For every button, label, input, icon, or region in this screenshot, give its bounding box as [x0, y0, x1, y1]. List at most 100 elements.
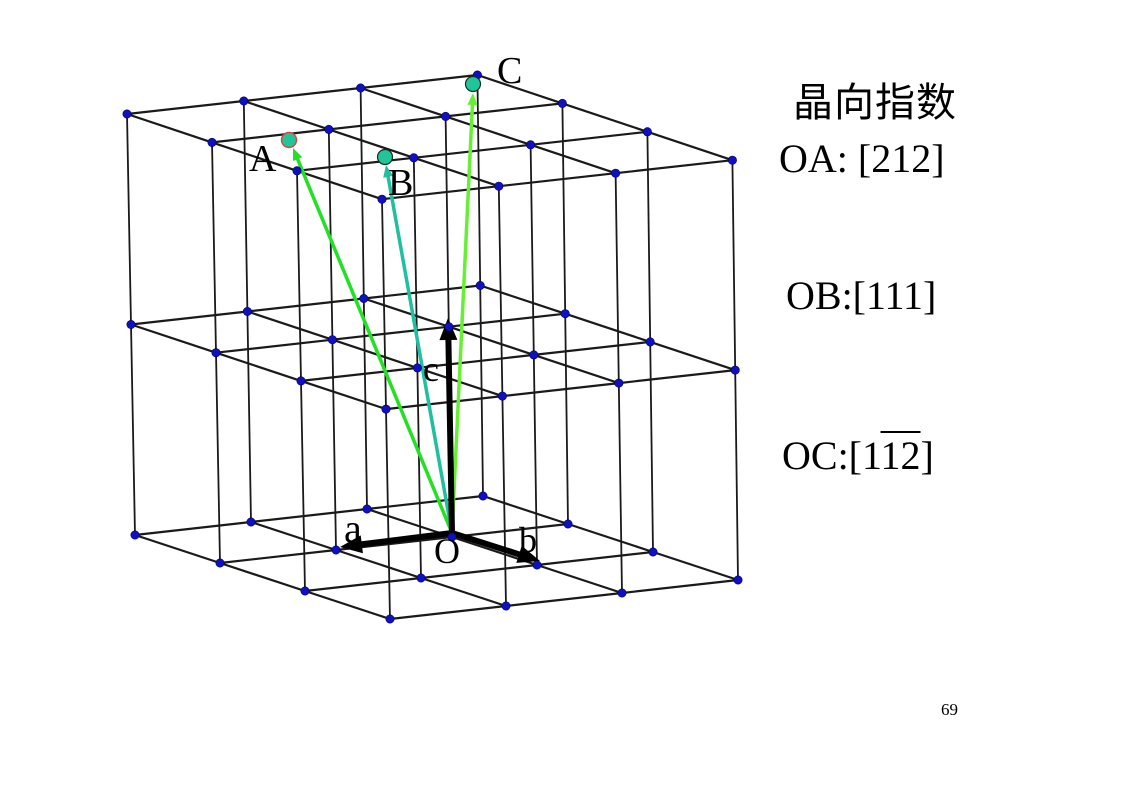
grid-line: [501, 395, 507, 607]
grid-line: [296, 169, 302, 382]
lattice-node-icon: [377, 194, 387, 204]
page-number: 69: [941, 700, 958, 719]
endpoint-B-icon: [376, 148, 394, 166]
lattice-node-icon: [409, 153, 419, 163]
grid-line: [249, 520, 338, 552]
lattice-node-icon: [246, 517, 256, 527]
grid-line: [242, 86, 362, 103]
grid-line: [614, 159, 734, 175]
grid-line: [617, 369, 737, 385]
direction-index-OB: OB:[111]: [786, 272, 936, 319]
grid-line: [734, 369, 739, 581]
grid-line: [564, 312, 569, 525]
index-digit: 2: [911, 136, 932, 181]
label-O: O: [434, 531, 460, 571]
index-digit: 2: [871, 136, 892, 181]
grid-line: [365, 494, 485, 511]
grid-line: [651, 550, 740, 582]
lattice-node-icon: [648, 547, 658, 557]
lattice-node-icon: [416, 573, 426, 583]
grid-line: [561, 102, 567, 315]
lattice-node-icon: [242, 306, 252, 316]
lattice-node-icon: [478, 491, 488, 501]
lattice-node-icon: [563, 519, 573, 529]
grid-line: [133, 520, 253, 537]
grid-line: [129, 323, 218, 354]
endpoint-A-icon: [280, 131, 298, 149]
grid-line: [299, 379, 388, 411]
grid-line: [649, 340, 654, 553]
lattice-node-icon: [207, 137, 217, 147]
grid-line: [327, 128, 415, 159]
grid-line: [125, 99, 245, 116]
lattice-node-icon: [497, 391, 507, 401]
vector-OB-shaft: [386, 175, 454, 535]
lattice-node-icon: [526, 140, 536, 150]
grid-line: [331, 325, 450, 341]
grid-line: [125, 112, 214, 144]
vector-OA-head-icon: [292, 148, 303, 161]
lattice-node-icon: [532, 560, 542, 570]
direction-suffix: ]: [931, 136, 945, 181]
grid-line: [129, 310, 249, 326]
grid-line: [731, 159, 737, 372]
direction-suffix: ]: [923, 273, 937, 318]
axis-c-arrow-shaft: [445, 336, 455, 536]
vector-OC-head-icon: [467, 93, 478, 106]
lattice-node-icon: [211, 348, 221, 358]
lattice-nodes: [122, 70, 743, 624]
grid-line: [385, 408, 391, 620]
grid-line: [246, 310, 334, 341]
basis-axes: [340, 318, 540, 563]
axis-a-arrow-shaft: [358, 530, 455, 548]
lattice-grid-lines: [125, 73, 740, 621]
lattice-node-icon: [239, 96, 249, 106]
grid-line: [412, 156, 500, 188]
grid-line: [529, 130, 649, 146]
lattice-node-icon: [126, 319, 136, 329]
grid-line: [501, 382, 620, 398]
label-A: A: [249, 138, 277, 180]
grid-line: [242, 99, 330, 131]
axis-b-arrow-shaft: [449, 530, 523, 558]
grid-line: [444, 115, 450, 328]
grid-line: [561, 102, 649, 133]
label-axis-c: c: [423, 349, 439, 389]
grid-line: [535, 563, 624, 595]
grid-line: [620, 578, 740, 595]
grid-line: [481, 494, 570, 526]
grid-line: [246, 310, 252, 523]
grid-line: [614, 172, 620, 385]
endpoint-C-icon: [464, 75, 482, 93]
grid-line: [646, 130, 734, 162]
axis-a-arrow-head-icon: [340, 535, 363, 554]
lattice-node-icon: [475, 280, 485, 290]
grid-line: [529, 143, 535, 356]
grid-line: [504, 591, 624, 608]
grid-line: [331, 338, 337, 551]
grid-line: [295, 169, 384, 201]
lattice-node-icon: [362, 504, 372, 514]
grid-line: [617, 382, 623, 594]
lattice-node-icon: [324, 124, 334, 134]
direction-index-OC: OC:[112]: [782, 432, 934, 479]
direction-index-OA: OA: [212]: [779, 135, 945, 182]
grid-line: [246, 297, 365, 313]
lattice-node-icon: [557, 98, 567, 108]
lattice-node-icon: [501, 601, 511, 611]
index-digit: 1: [862, 433, 881, 478]
grid-line: [646, 130, 652, 343]
grid-line: [444, 102, 564, 118]
lattice-node-icon: [385, 614, 395, 624]
grid-line: [479, 284, 484, 497]
grid-line: [359, 86, 447, 118]
grid-line: [249, 507, 369, 524]
vector-OC-shaft: [450, 103, 475, 535]
lattice-node-icon: [730, 365, 740, 375]
lattice-node-icon: [327, 335, 337, 345]
lattice-node-icon: [727, 155, 737, 165]
grid-line: [334, 548, 423, 580]
grid-line: [362, 297, 368, 510]
grid-line: [303, 576, 423, 593]
